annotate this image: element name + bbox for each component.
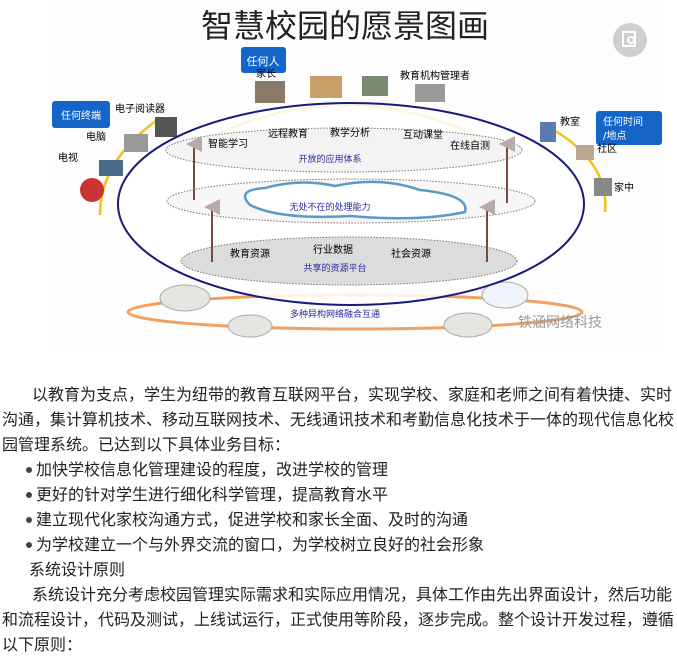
resource-layer [180, 236, 518, 286]
community-label: 社区 [597, 142, 617, 155]
computer-icon [124, 134, 148, 152]
classroom-label: 教室 [560, 115, 580, 128]
community-icon [576, 145, 594, 160]
resource-layer-label: 共享的资源平台 [303, 262, 366, 274]
bullet-icon [26, 517, 32, 523]
resource-industry-data: 行业数据 [313, 243, 353, 256]
goal-text: 更好的针对学生进行细化科学管理，提高教育水平 [36, 485, 389, 504]
place-arc [544, 123, 607, 213]
home-label: 家中 [614, 181, 634, 194]
tv-label: 电视 [58, 151, 78, 164]
phone-icon [80, 178, 104, 202]
resource-education: 教育资源 [230, 247, 270, 260]
app-layer [165, 127, 523, 173]
goal-item: 加快学校信息化管理建设的程度，改进学校的管理 [2, 457, 674, 482]
app-interactive-class: 互动课堂 [403, 129, 443, 141]
admin-photo [415, 84, 445, 102]
app-smart-learning: 智能学习 [208, 137, 248, 150]
processing-label: 无处不在的处理能力 [289, 201, 370, 213]
parent-photo [255, 81, 285, 103]
zoom-magnifier-icon[interactable] [613, 23, 647, 57]
bullet-icon [26, 492, 32, 498]
goal-text: 加快学校信息化管理建设的程度，改进学校的管理 [36, 460, 389, 479]
cloud-icon [159, 284, 211, 312]
app-remote-education: 远程教育 [268, 127, 308, 140]
app-labels: 智能学习 远程教育 教学分析 互动课堂 在线自测 [208, 126, 490, 152]
router-cloud-icon [443, 312, 493, 338]
principles-heading: 系统设计原则 [29, 560, 126, 579]
resource-social: 社会资源 [391, 247, 431, 260]
diagram-title: 智慧校园的愿景图画 [201, 7, 489, 45]
computer-label: 电脑 [86, 130, 106, 143]
any-time-label: 任何时间 [603, 115, 643, 128]
principles-paragraph: 系统设计充分考虑校园管理实际需求和实际应用情况，具体工作由先出界面设计，然后功能… [2, 585, 675, 654]
students-photo [310, 76, 342, 98]
any-time-place-box [596, 111, 662, 145]
goal-item: 为学校建立一个与外界交流的窗口，为学校树立良好的社会形象 [2, 532, 674, 557]
goal-text: 建立现代化家校沟通方式，促进学校和家长全面、及时的沟通 [36, 510, 469, 529]
network-label: 多种异构网络融合互通 [290, 308, 380, 320]
goal-item: 更好的针对学生进行细化科学管理，提高教育水平 [2, 482, 674, 507]
edu-admin-label: 教育机构管理者 [400, 69, 470, 82]
app-online-test: 在线自测 [450, 139, 490, 152]
anyone-box [241, 47, 286, 73]
classroom-icon [540, 122, 556, 142]
satellite-cloud-icon [227, 314, 273, 338]
intro-paragraph: 以教育为支点，学生为纽带的教育互联网平台，实现学校、家庭和老师之间有着快捷、实时… [2, 385, 675, 454]
processing-cloud [243, 180, 467, 220]
anyone-label: 任何人 [247, 55, 280, 68]
home-icon [594, 178, 612, 196]
bullet-icon [26, 542, 32, 548]
watermark: 铁涵网络科技 [518, 315, 602, 331]
bullet-icon [26, 467, 32, 473]
any-terminal-box [52, 101, 110, 128]
teacher-photo [362, 76, 388, 96]
layer-arrows [186, 136, 515, 262]
app-layer-label: 开放的应用体系 [298, 153, 361, 165]
any-place-label: /地点 [603, 129, 626, 142]
ereader-icon [155, 117, 177, 137]
parent-label: 家长 [256, 67, 276, 80]
any-terminal-label: 任何终端 [61, 109, 101, 122]
article-body: 以教育为支点，学生为纽带的教育互联网平台，实现学校、家庭和老师之间有着快捷、实时… [2, 382, 674, 657]
smart-campus-vision-diagram: 智慧校园的愿景图画 任何人 家长 教育机构管理者 任何终端 电子阅读器 电脑 电… [52, 7, 662, 338]
app-teaching-analysis: 教学分析 [330, 126, 370, 139]
ereader-label: 电子阅读器 [115, 102, 165, 115]
antenna-cloud-icon [481, 281, 529, 309]
tv-icon [99, 160, 123, 176]
goal-item: 建立现代化家校沟通方式，促进学校和家长全面、及时的沟通 [2, 507, 674, 532]
goal-text: 为学校建立一个与外界交流的窗口，为学校树立良好的社会形象 [36, 535, 485, 554]
